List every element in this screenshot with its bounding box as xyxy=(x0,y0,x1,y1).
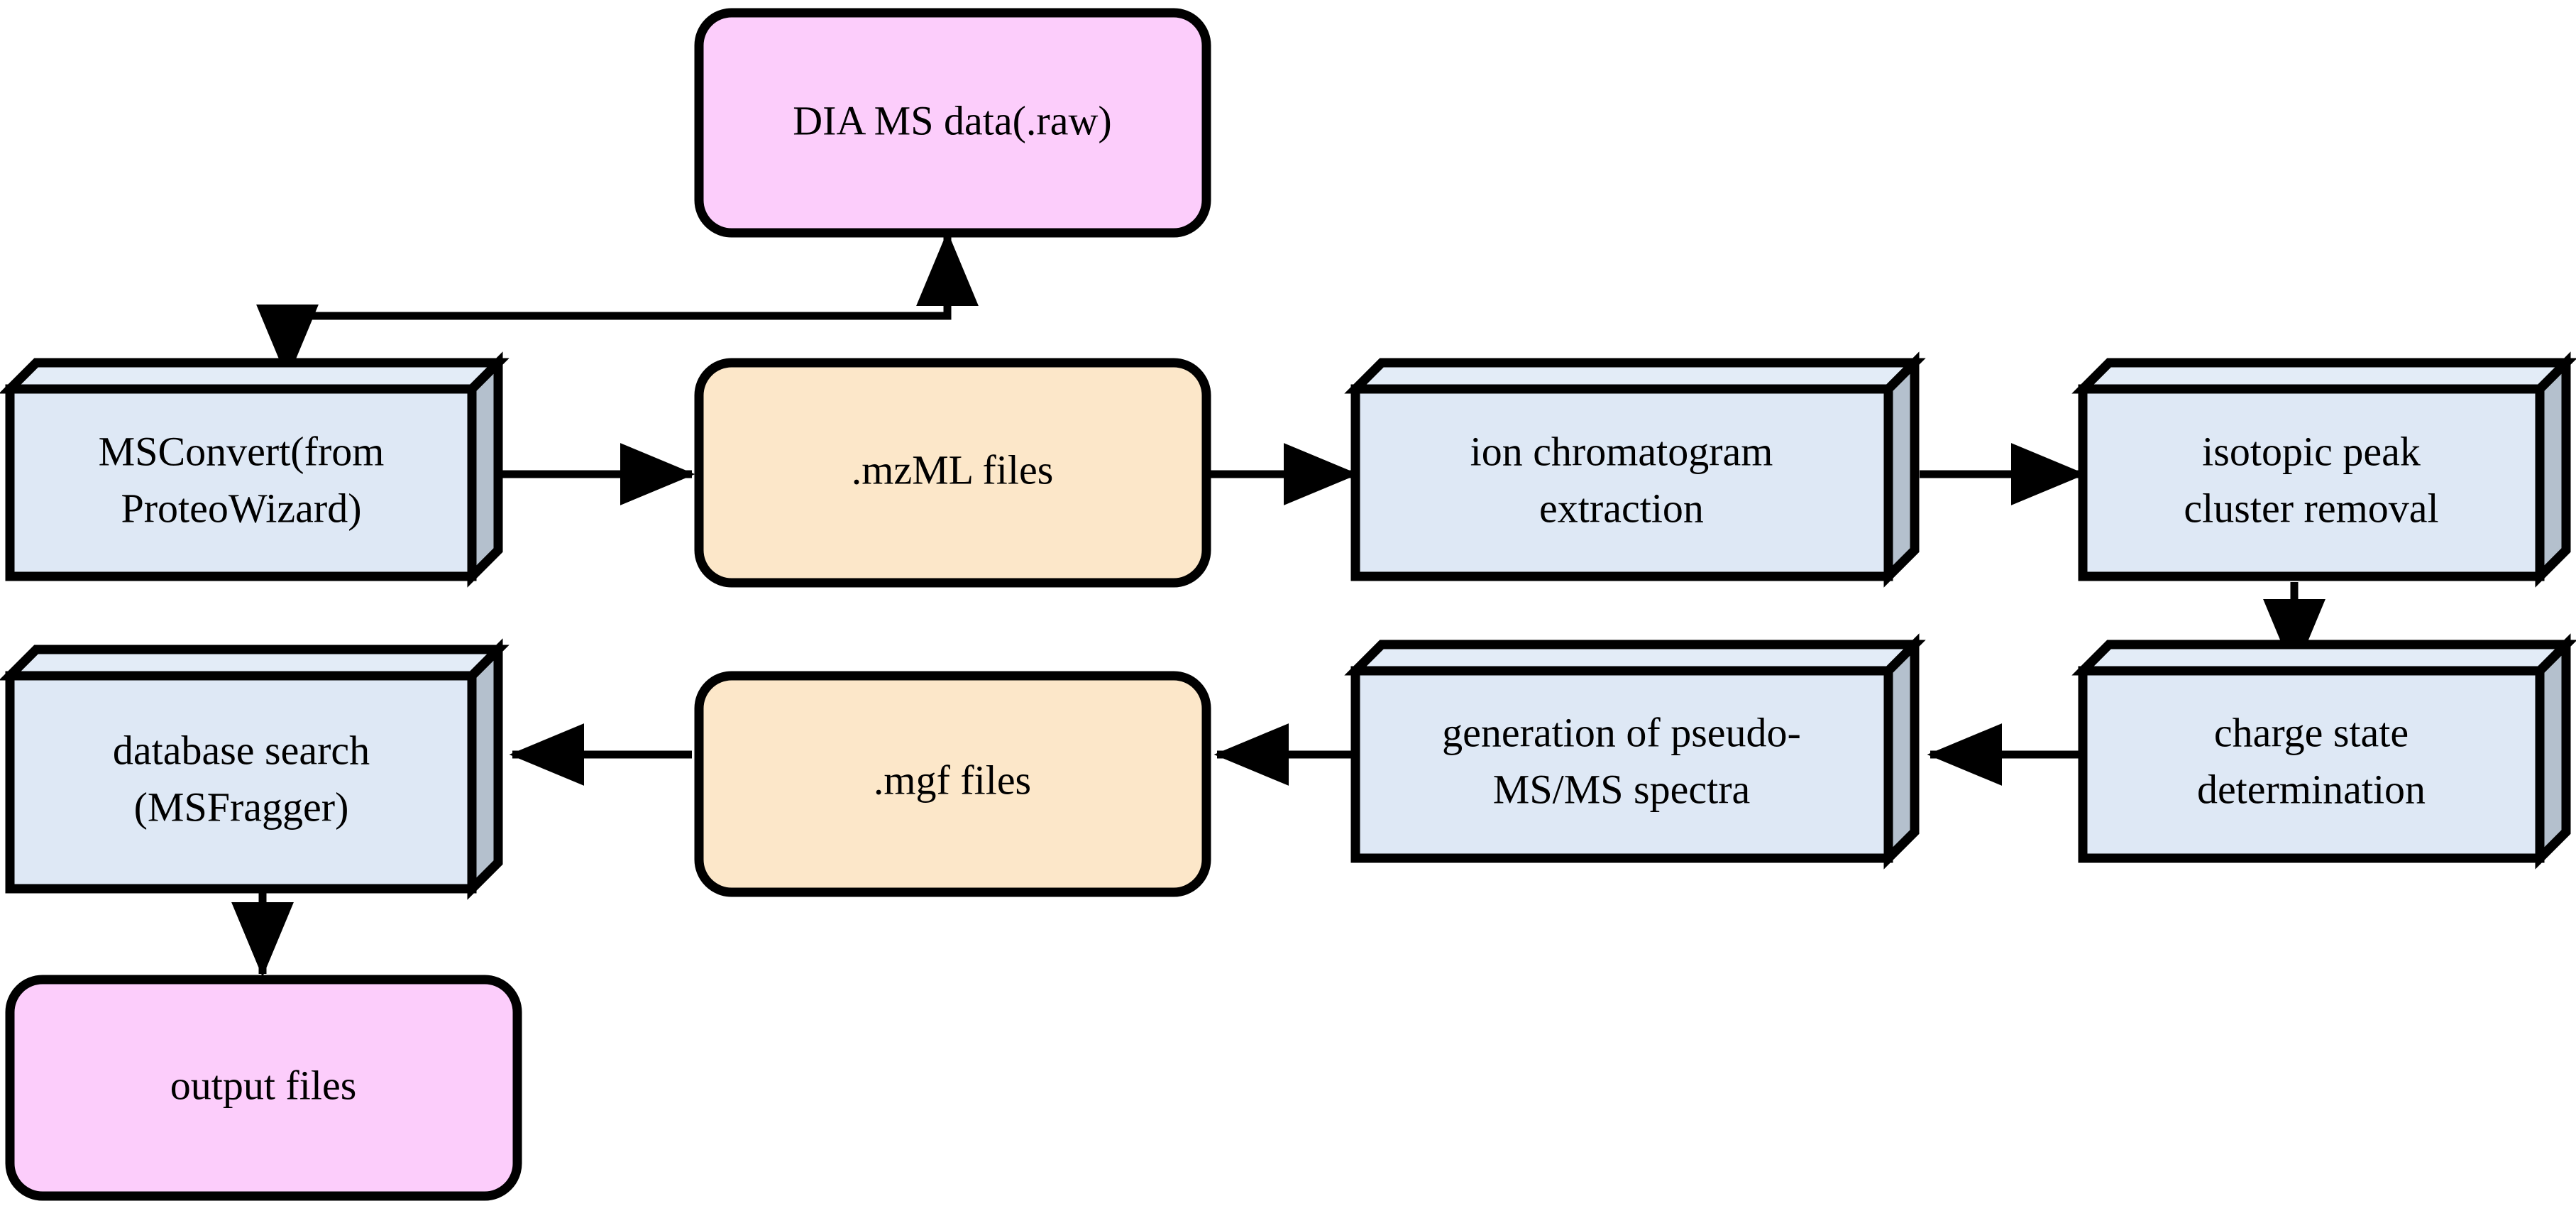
node-pseudo-front-face[interactable] xyxy=(1350,666,1893,863)
node-ion-chrom-front-face[interactable] xyxy=(1350,384,1893,581)
node-database-search[interactable]: database search (MSFragger) xyxy=(0,638,510,900)
node-isotopic-label-line1: isotopic peak xyxy=(2202,428,2421,474)
node-mzml-files-label: .mzML files xyxy=(852,446,1054,493)
node-dbsearch-label-line1: database search xyxy=(113,727,370,773)
node-pseudo-label-line2: MS/MS spectra xyxy=(1493,766,1751,812)
node-msconvert-label-line1: MSConvert(from xyxy=(99,428,385,474)
edge-dia-to-msconvert-up xyxy=(287,231,979,320)
node-msconvert-label-line2: ProteoWizard) xyxy=(121,485,361,531)
node-ion-chrom-label-line1: ion chromatogram xyxy=(1470,428,1773,474)
node-mgf-files[interactable]: .mgf files xyxy=(694,671,1211,897)
node-output-files-label: output files xyxy=(170,1062,357,1108)
node-msconvert[interactable]: MSConvert(from ProteoWizard) xyxy=(0,351,510,588)
node-mzml-files[interactable]: .mzML files xyxy=(694,358,1211,588)
node-dbsearch-label-line2: (MSFragger) xyxy=(134,784,349,830)
node-dia-ms-data-shape[interactable] xyxy=(694,8,1211,238)
node-charge-state-determination[interactable]: charge state determination xyxy=(2071,633,2576,870)
node-charge-front-face[interactable] xyxy=(2078,666,2545,863)
node-mzml-files-shape[interactable] xyxy=(694,358,1211,588)
node-charge-label-line2: determination xyxy=(2197,766,2426,812)
node-ion-chromatogram-extraction[interactable]: ion chromatogram extraction xyxy=(1344,351,1926,588)
node-mgf-files-shape[interactable] xyxy=(694,671,1211,897)
node-pseudo-label-line1: generation of pseudo- xyxy=(1442,709,1801,755)
node-dia-ms-data-label: DIA MS data(.raw) xyxy=(793,97,1111,143)
node-generation-of-pseudo-msms-spectra[interactable]: generation of pseudo- MS/MS spectra xyxy=(1344,633,1926,870)
node-charge-label-line1: charge state xyxy=(2214,709,2409,755)
node-isotopic-front-face[interactable] xyxy=(2078,384,2545,581)
node-mgf-files-label: .mgf files xyxy=(874,757,1031,803)
node-isotopic-peak-cluster-removal[interactable]: isotopic peak cluster removal xyxy=(2071,351,2576,588)
node-output-files-shape[interactable] xyxy=(5,975,522,1201)
edge-layer xyxy=(231,231,2325,977)
node-dia-ms-data[interactable]: DIA MS data(.raw) xyxy=(694,8,1211,238)
node-dbsearch-front-face[interactable] xyxy=(5,671,477,894)
node-msconvert-front-face[interactable] xyxy=(5,384,477,581)
node-ion-chrom-label-line2: extraction xyxy=(1539,485,1704,531)
node-output-files[interactable]: output files xyxy=(5,975,522,1201)
node-isotopic-label-line2: cluster removal xyxy=(2184,485,2438,531)
